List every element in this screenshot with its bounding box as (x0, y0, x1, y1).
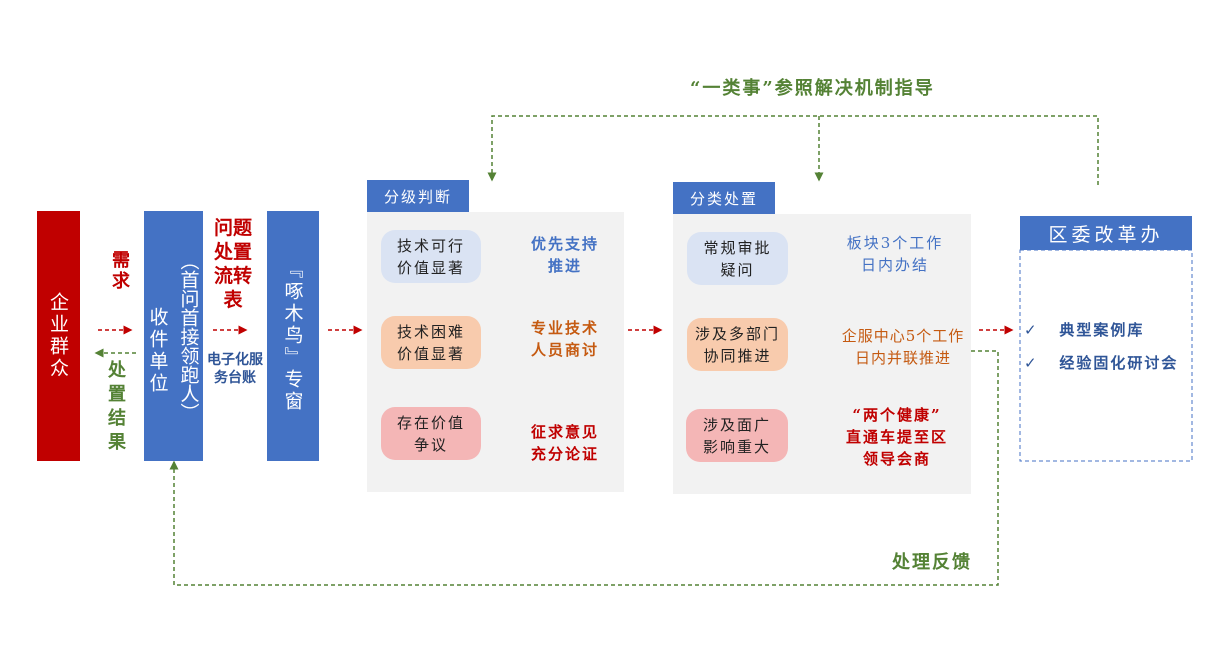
window-bar: 『啄木鸟』专窗 (267, 211, 319, 461)
office-item-1: ✓ 典型案例库 (1024, 321, 1145, 339)
grading-pill-2: 技术困难 价值显著 (381, 316, 481, 369)
public-bar: 企业群众 (37, 211, 80, 461)
grading-header: 分级判断 (367, 180, 469, 212)
handling-pill-1: 常规审批 疑问 (687, 232, 788, 285)
receiver-bar: 收件单位 （首问首接领跑人） (144, 211, 203, 461)
handling-result-3: “两个健康” 直通车提至区 领导会商 (845, 406, 948, 468)
handling-pill-3: 涉及面广 影响重大 (686, 409, 788, 462)
grading-result-3: 征求意见 充分论证 (530, 423, 599, 463)
grading-pill-1: 技术可行 价值显著 (381, 230, 481, 283)
grading-result-1: 优先支持 推进 (530, 235, 599, 275)
office-item-2: ✓ 经验固化研讨会 (1024, 354, 1179, 372)
office-box (1019, 249, 1193, 462)
guidance-loop (487, 115, 1099, 185)
office-header: 区委改革办 (1020, 216, 1192, 250)
feedback-loop (169, 350, 999, 586)
check-icon: ✓ (1024, 354, 1039, 372)
feedback-label: 处理反馈 (892, 552, 972, 573)
transfer-form-label: 问题处置流转表 (213, 217, 252, 311)
check-icon: ✓ (1024, 321, 1039, 339)
handling-pill-2: 涉及多部门 协同推进 (687, 318, 788, 371)
result-label: 处置结果 (105, 360, 126, 456)
grading-result-2: 专业技术 人员商讨 (530, 319, 599, 359)
demand-label: 需求 (109, 250, 130, 292)
ledger-label: 电子化服务台账 (207, 352, 263, 386)
handling-result-1: 板块3个工作 日内办结 (846, 234, 944, 274)
handling-header: 分类处置 (673, 182, 775, 214)
grading-pill-3: 存在价值 争议 (381, 407, 481, 460)
top-label: “一类事”参照解决机制指导 (690, 78, 935, 99)
handling-result-2: 企服中心5个工作 日内并联推进 (841, 327, 965, 367)
